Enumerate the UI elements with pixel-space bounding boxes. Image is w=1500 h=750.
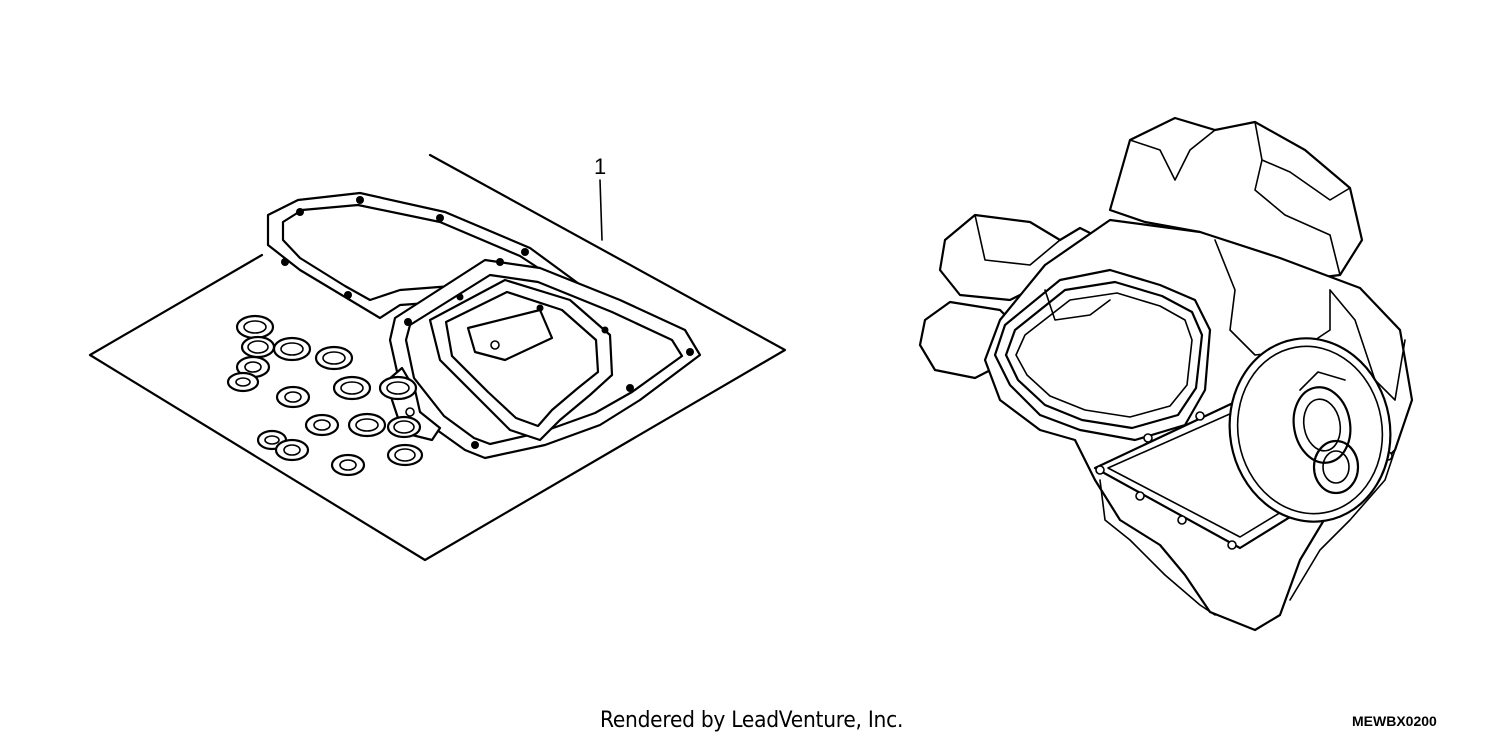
- gasket-sheet: [88, 153, 787, 562]
- side-cover: [993, 268, 1212, 442]
- render-credit: Rendered by LeadVenture, Inc.: [600, 708, 904, 733]
- diagram-code: MEWBX0200: [1352, 713, 1437, 729]
- plate-gasket: [466, 308, 554, 362]
- cover-gasket: [428, 278, 614, 442]
- side-cover-gasket: [1004, 280, 1204, 430]
- callout-label-1[interactable]: 1: [594, 154, 606, 179]
- engine-illustration: [918, 116, 1414, 632]
- clutch-cover: [1228, 337, 1392, 523]
- o-ring-set: [226, 314, 424, 477]
- callout-leader-1: [599, 179, 603, 241]
- gasket-kit-illustration: 1: [88, 153, 787, 562]
